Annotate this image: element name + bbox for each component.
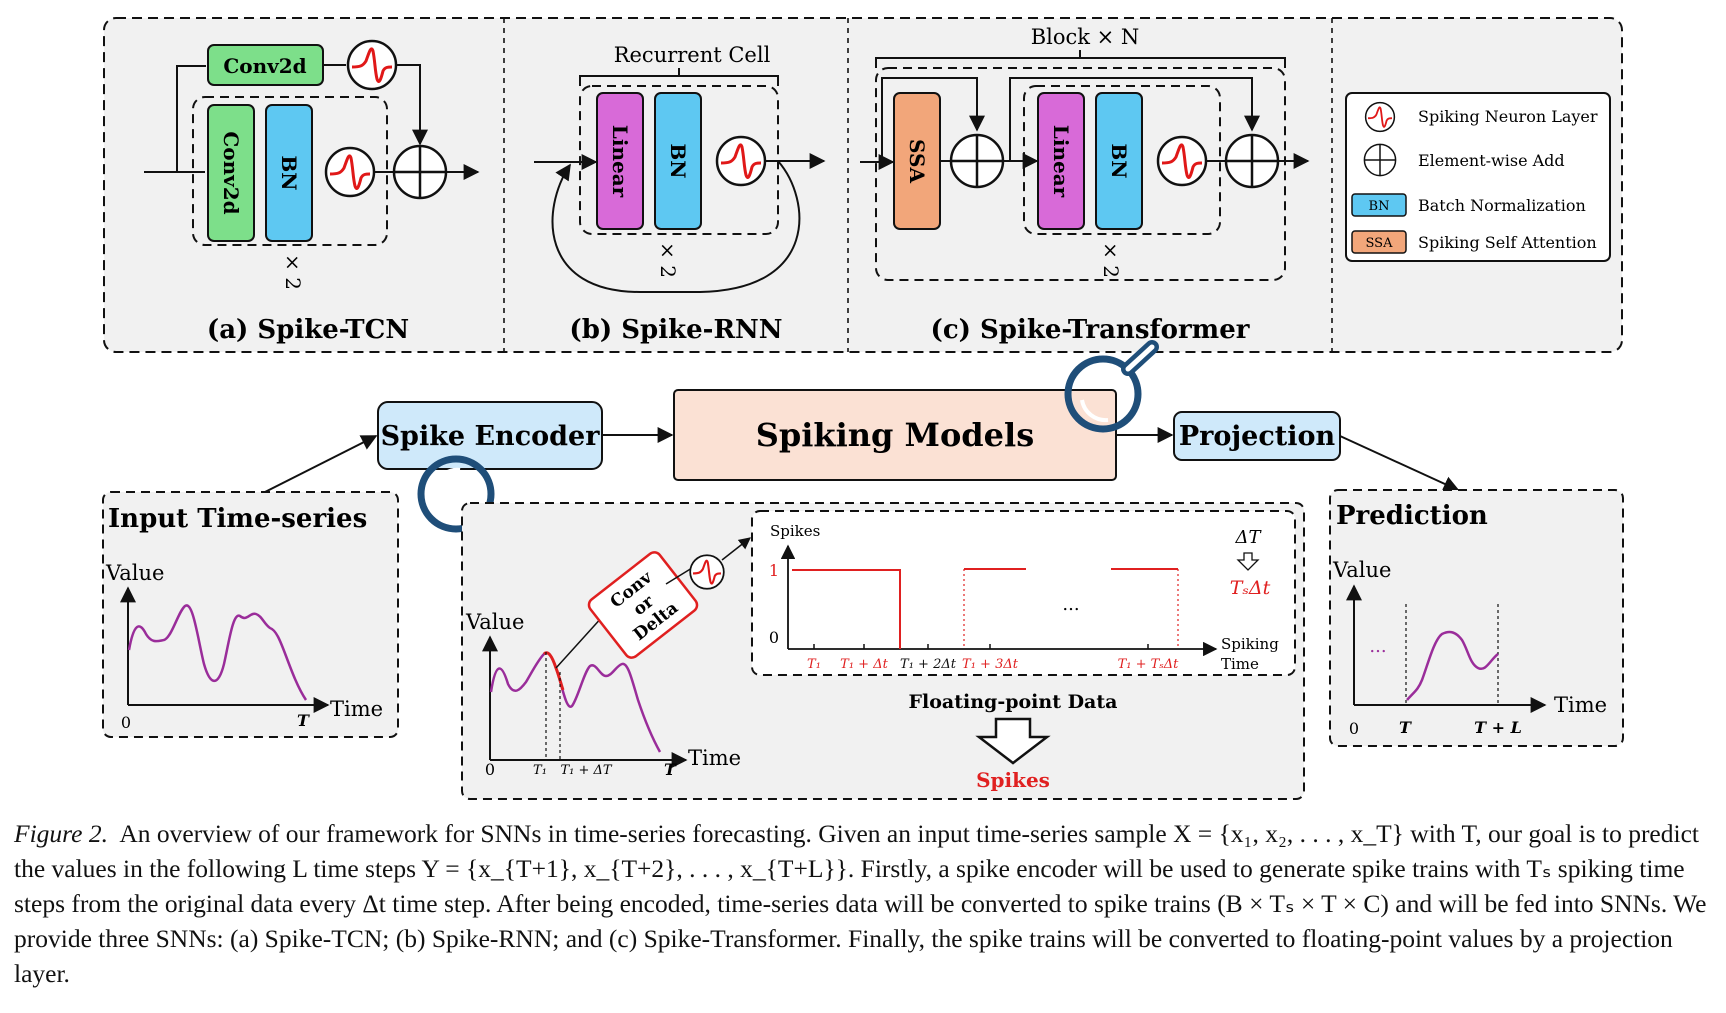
spiking-models-label: Spiking Models — [756, 416, 1034, 454]
down-arrow-icon — [1236, 552, 1260, 571]
input-t-end: T — [297, 711, 310, 730]
enc-t1-label: T₁ — [533, 763, 547, 778]
transformer-ssa-label: SSA — [905, 139, 929, 183]
spike-encoder-label: Spike Encoder — [381, 421, 601, 452]
enc-xlabel: Time — [688, 746, 741, 770]
input-series-curve — [127, 604, 308, 701]
input-ylabel: Value — [105, 561, 164, 585]
pred-xlabel: Time — [1554, 693, 1607, 717]
legend-bn-label: Batch Normalization — [1418, 196, 1586, 215]
pred-series-curve — [1406, 630, 1499, 701]
legend: Spiking Neuron Layer Element-wise Add BN… — [1345, 92, 1611, 262]
spikes-zero: 0 — [769, 628, 779, 647]
transformer-block-label: Block × N — [1031, 25, 1140, 49]
pipeline: Spike Encoder Spiking Models Projection — [264, 340, 1460, 548]
transformer-add-icon-2 — [1224, 133, 1280, 189]
transformer-spiking-neuron-icon — [1156, 135, 1208, 187]
framework-figure: Conv2d Conv2d BN × 2 (a) Spike-TCN Recur… — [102, 17, 1624, 800]
pred-origin: 0 — [1349, 719, 1359, 738]
caption-text: An overview of our framework for SNNs in… — [14, 819, 1707, 988]
enc-series-curve — [489, 651, 662, 753]
projection-label: Projection — [1179, 421, 1336, 452]
legend-bn-tag: BN — [1369, 199, 1390, 214]
enc-t1-dt-label: T₁ + ΔT — [560, 763, 612, 778]
tcn-conv2d-inner-label: Conv2d — [219, 131, 243, 214]
float-data-label: Floating-point Data — [909, 691, 1118, 713]
spikes-xlabel-2: Time — [1221, 655, 1259, 673]
spike-tick-label: T₁ + 2Δt — [900, 657, 957, 672]
spikes-dT: ΔT — [1234, 527, 1262, 548]
tcn-bn-label: BN — [277, 155, 301, 190]
tcn-top-spiking-neuron-icon — [346, 39, 398, 91]
spikes-ts-dt: TₛΔt — [1230, 577, 1271, 599]
tcn-element-add-icon — [392, 144, 448, 200]
spike-tick-label: T₁ + TₛΔt — [1118, 657, 1179, 672]
transformer-panel-title: (c) Spike-Transformer — [931, 315, 1250, 345]
rnn-panel-title: (b) Spike-RNN — [569, 315, 782, 345]
enc-ylabel: Value — [465, 610, 524, 634]
spikes-one: 1 — [769, 561, 779, 580]
spike-tcn-diagram: Conv2d Conv2d BN × 2 (a) Spike-TCN — [144, 39, 480, 345]
transformer-add-icon-1 — [949, 133, 1005, 189]
rnn-bn-block — [654, 92, 702, 230]
spikes-xlabel-1: Spiking — [1221, 635, 1279, 653]
transformer-repeat-label: × 2 — [1099, 242, 1123, 278]
caption-label: Figure 2. — [14, 819, 108, 848]
legend-add-icon — [1363, 143, 1397, 177]
spike-rnn-diagram: Recurrent Cell Linear BN × 2 (b) Spike-R… — [534, 43, 826, 345]
encoder-detail-panel: Value Time 0 T T₁ T₁ + ΔT Conv or Delta … — [461, 502, 1305, 800]
rnn-linear-block — [596, 92, 644, 230]
big-down-arrow-icon — [975, 717, 1051, 765]
rnn-bn-label: BN — [666, 143, 690, 178]
legend-ssa-label: Spiking Self Attention — [1418, 233, 1597, 252]
tcn-bn-block — [265, 104, 313, 242]
pred-tl: T + L — [1474, 718, 1522, 737]
rnn-repeat-label: × 2 — [656, 242, 680, 278]
spike-tick-label: T₁ — [807, 657, 821, 672]
tcn-conv2d-top-label: Conv2d — [223, 54, 306, 78]
legend-spiking-neuron-icon — [1364, 101, 1396, 133]
enc-spiking-neuron-icon — [689, 554, 725, 590]
spikes-ylabel: Spikes — [770, 522, 820, 540]
transformer-bn-block — [1095, 92, 1143, 230]
magnifier-models-icon — [1064, 340, 1159, 433]
rnn-cell-label: Recurrent Cell — [614, 43, 771, 67]
spike-tick-label: T₁ + 3Δt — [962, 657, 1019, 672]
transformer-bn-label: BN — [1107, 143, 1131, 178]
spikes-ellipsis: ... — [1062, 594, 1079, 615]
spike-train-plot: Spikes 1 0 ... Spiking Time ΔT TₛΔt T₁ T₁… — [751, 510, 1296, 676]
tcn-inner-spiking-neuron-icon — [324, 146, 376, 198]
spike-transformer-diagram: Block × N SSA Linear BN × 2 (c) Spike-Tr… — [860, 25, 1310, 345]
pred-ellipsis: ... — [1369, 636, 1386, 657]
pred-title: Prediction — [1336, 501, 1488, 531]
tcn-conv2d-inner-block — [207, 104, 255, 242]
pred-t: T — [1399, 718, 1412, 737]
figure-caption: Figure 2. An overview of our framework f… — [14, 816, 1714, 991]
input-origin: 0 — [121, 713, 131, 732]
transformer-linear-block — [1037, 92, 1085, 230]
legend-add-label: Element-wise Add — [1418, 151, 1565, 170]
prediction-panel: Prediction Value Time 0 T T + L ... — [1329, 489, 1624, 747]
rnn-linear-label: Linear — [608, 125, 632, 198]
input-xlabel: Time — [330, 697, 383, 721]
input-time-series-panel: Input Time-series Value Time 0 T — [102, 491, 399, 738]
legend-ssa-tag: SSA — [1366, 236, 1394, 251]
tcn-repeat-label: × 2 — [281, 254, 305, 290]
enc-origin: 0 — [485, 760, 495, 779]
input-title: Input Time-series — [108, 504, 367, 534]
spikes-output-label: Spikes — [976, 768, 1050, 792]
pred-ylabel: Value — [1332, 558, 1391, 582]
tcn-panel-title: (a) Spike-TCN — [207, 315, 409, 345]
spike-tick-label: T₁ + Δt — [840, 657, 888, 672]
enc-t-end: T — [664, 760, 677, 779]
snn-architectures-panel — [103, 17, 1623, 353]
rnn-spiking-neuron-icon — [715, 135, 767, 187]
transformer-linear-label: Linear — [1049, 125, 1073, 198]
legend-neuron-label: Spiking Neuron Layer — [1418, 107, 1598, 126]
